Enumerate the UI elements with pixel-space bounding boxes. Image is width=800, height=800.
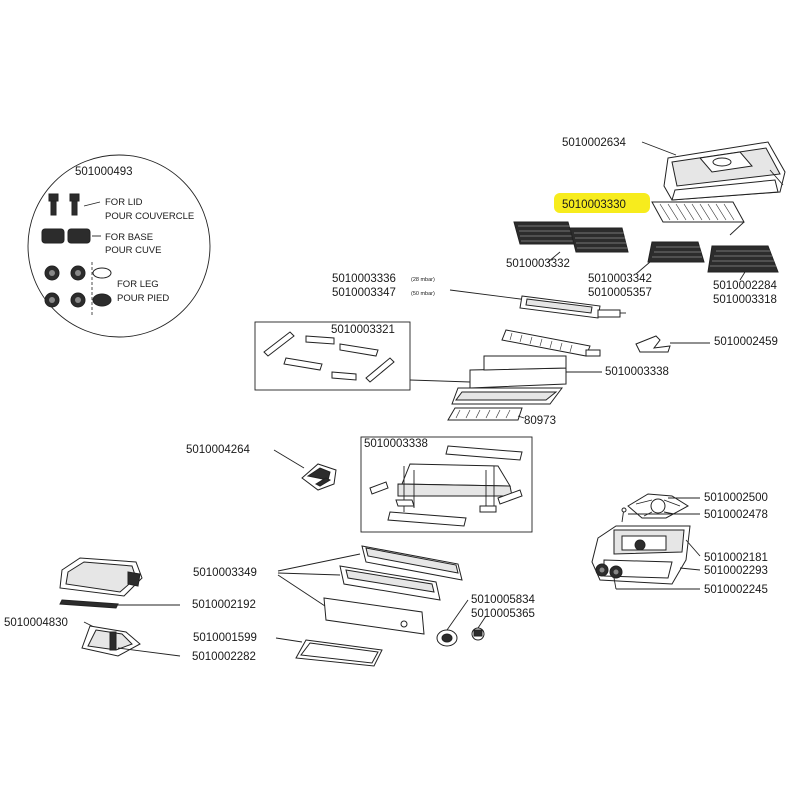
label-5010005357: 5010005357 xyxy=(588,287,652,299)
for-leg-label: FOR LEG xyxy=(117,279,159,290)
drip-pan-part xyxy=(295,639,383,667)
side-table-rail xyxy=(59,599,119,609)
label-5010002192: 5010002192 xyxy=(192,599,256,611)
label-5010003347: 5010003347 xyxy=(332,287,396,299)
label-5010003330: 5010003330 xyxy=(562,199,626,211)
label-5010003332: 5010003332 xyxy=(506,258,570,270)
label-5010003338-firebox: 5010003338 xyxy=(605,366,669,378)
pour-pied-label: POUR PIED xyxy=(117,293,169,304)
label-5010004264: 5010004264 xyxy=(186,444,251,456)
heat-shield-bracket xyxy=(635,335,671,353)
pour-couvercle-label: POUR COUVERCLE xyxy=(105,211,194,222)
grill-grid-left xyxy=(513,221,575,245)
label-5010002500: 5010002500 xyxy=(704,492,768,504)
label-5010005834: 5010005834 xyxy=(471,594,536,606)
for-base-label: FOR BASE xyxy=(105,232,153,243)
hinge-part xyxy=(301,463,337,491)
label-5010003321: 5010003321 xyxy=(331,324,395,336)
bracket-kit-parts xyxy=(263,331,395,383)
thermocouple-part xyxy=(621,507,627,523)
pour-cuve-label: POUR CUVE xyxy=(105,245,161,256)
label-5010002293: 5010002293 xyxy=(704,565,768,577)
label-5010002282: 5010002282 xyxy=(192,651,256,663)
for-lid-label: FOR LID xyxy=(105,197,143,208)
frame-kit-parts xyxy=(369,445,523,527)
side-burner-grate xyxy=(627,493,689,519)
grill-grid-small xyxy=(647,241,705,263)
inset-circle xyxy=(27,154,211,338)
front-panel-upper xyxy=(361,545,463,581)
label-5010002459: 5010002459 xyxy=(714,336,778,348)
label-5010003318: 5010003318 xyxy=(713,294,777,306)
side-table-bracket xyxy=(81,625,141,657)
label-5010003349: 5010003349 xyxy=(193,567,257,579)
lid-part xyxy=(663,141,786,201)
label-5010001599: 5010001599 xyxy=(193,632,257,644)
bracket-kit-box xyxy=(254,321,411,391)
warming-rack-part xyxy=(651,201,745,236)
burner-tube-part xyxy=(519,295,626,319)
griddle-plate xyxy=(707,245,779,273)
burner-rail-part xyxy=(501,329,601,357)
side-table-part xyxy=(59,557,143,597)
grill-grid-right xyxy=(569,227,629,253)
label-5010002181: 5010002181 xyxy=(704,552,768,564)
label-5010005365: 5010005365 xyxy=(471,608,535,620)
label-5010002478: 5010002478 xyxy=(704,509,768,521)
note-28mbar: (28 mbar) xyxy=(411,277,435,283)
label-5010003336: 5010003336 xyxy=(332,273,396,285)
front-panel-lower xyxy=(323,597,425,635)
note-50mbar: (50 mbar) xyxy=(411,291,435,297)
side-burner-unit xyxy=(591,525,691,585)
frame-kit-box xyxy=(360,436,533,533)
label-5010002284: 5010002284 xyxy=(713,280,778,292)
grease-tray-part xyxy=(447,407,523,421)
control-knob-part xyxy=(436,629,458,647)
label-5010003342: 5010003342 xyxy=(588,273,652,285)
base-plug-icon xyxy=(41,228,101,244)
inset-part-number: 501000493 xyxy=(75,166,133,178)
label-5010002634: 5010002634 xyxy=(562,137,627,149)
front-panel-middle xyxy=(339,565,441,601)
label-80973: 80973 xyxy=(524,415,556,427)
lid-screw-icon xyxy=(48,193,101,216)
label-5010004830: 5010004830 xyxy=(4,617,68,629)
leg-foot-icon xyxy=(44,262,112,315)
fastener-kit-inset: 501000493 FOR LID POUR COUVERCLE FOR BAS… xyxy=(27,154,211,338)
knob-stem-part xyxy=(471,627,485,641)
highlight-marker xyxy=(554,193,650,213)
label-5010003338-frame: 5010003338 xyxy=(364,438,428,450)
firebox-tray-part xyxy=(451,355,567,405)
label-5010002245: 5010002245 xyxy=(704,584,768,596)
